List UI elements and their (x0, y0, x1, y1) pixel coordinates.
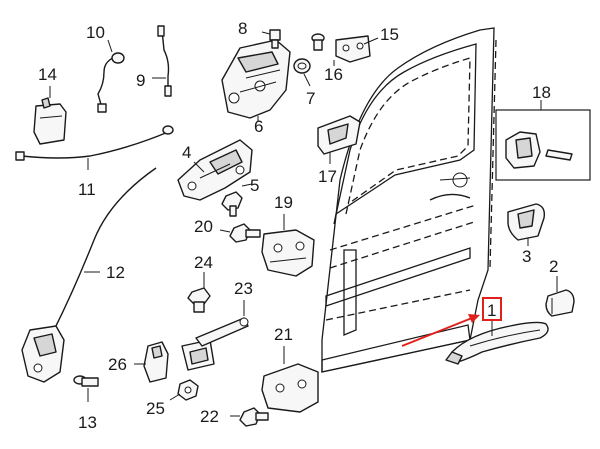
callout-9: 9 (136, 71, 145, 90)
callout-16: 16 (324, 65, 343, 84)
part-19-upper-hinge[interactable] (261, 229, 315, 277)
callout-25: 25 (146, 399, 165, 418)
part-3-handle-bracket[interactable] (507, 203, 546, 241)
part-21-lower-hinge[interactable] (261, 363, 319, 413)
callout-5: 5 (250, 176, 259, 195)
callout-13: 13 (78, 413, 97, 432)
callout-18: 18 (532, 83, 551, 102)
callout-11: 11 (78, 180, 96, 199)
callout-2: 2 (549, 257, 558, 276)
part-6-latch[interactable] (221, 39, 291, 119)
callout-15: 15 (380, 25, 399, 44)
part-1-outside-handle[interactable] (445, 321, 549, 365)
part-26-pad[interactable] (143, 341, 169, 383)
callout-10: 10 (86, 23, 105, 42)
part-18-lock-cylinder[interactable] (505, 131, 573, 169)
callout-22: 22 (200, 407, 219, 426)
part-11-cable[interactable] (15, 125, 174, 161)
part-20-bolt[interactable] (229, 223, 261, 243)
callout-8: 8 (238, 19, 247, 38)
part-17-inner-handle[interactable] (317, 115, 361, 155)
part-15-check-strap[interactable] (335, 35, 371, 63)
part-25-nut[interactable] (177, 379, 199, 401)
part-13-plug[interactable] (73, 375, 99, 387)
callout-20: 20 (194, 217, 213, 236)
part-12-cable-lock[interactable] (21, 167, 157, 383)
callout-4: 4 (182, 143, 191, 162)
part-9-cable[interactable] (157, 25, 172, 97)
part-5-bolt[interactable] (221, 191, 243, 217)
part-7-grommet[interactable] (293, 58, 311, 74)
part-14-lock-module[interactable] (33, 97, 67, 145)
callout-14: 14 (38, 65, 57, 84)
callout-1: 1 (487, 301, 496, 320)
callout-12: 12 (106, 263, 125, 282)
part-24-bolt[interactable] (187, 287, 211, 313)
highlight-box-1 (482, 297, 502, 321)
callout-24: 24 (194, 253, 213, 272)
part-8-screw[interactable] (269, 29, 281, 49)
red-pointer-arrow (401, 314, 480, 347)
part-23-check-link[interactable] (181, 317, 249, 371)
part-4-actuator[interactable] (177, 139, 253, 201)
callout-6: 6 (254, 117, 263, 136)
callout-17: 17 (318, 167, 337, 186)
callout-23: 23 (234, 279, 253, 298)
part-22-bolt[interactable] (239, 407, 269, 427)
callout-3: 3 (522, 247, 531, 266)
part-2-end-cap[interactable] (545, 289, 575, 317)
callout-26: 26 (108, 355, 127, 374)
callout-21: 21 (274, 325, 293, 344)
door-shell (321, 27, 497, 373)
part-10-rod[interactable] (97, 52, 125, 113)
part-screw-top[interactable] (311, 33, 325, 51)
callout-7: 7 (306, 89, 315, 108)
callout-19: 19 (274, 193, 293, 212)
